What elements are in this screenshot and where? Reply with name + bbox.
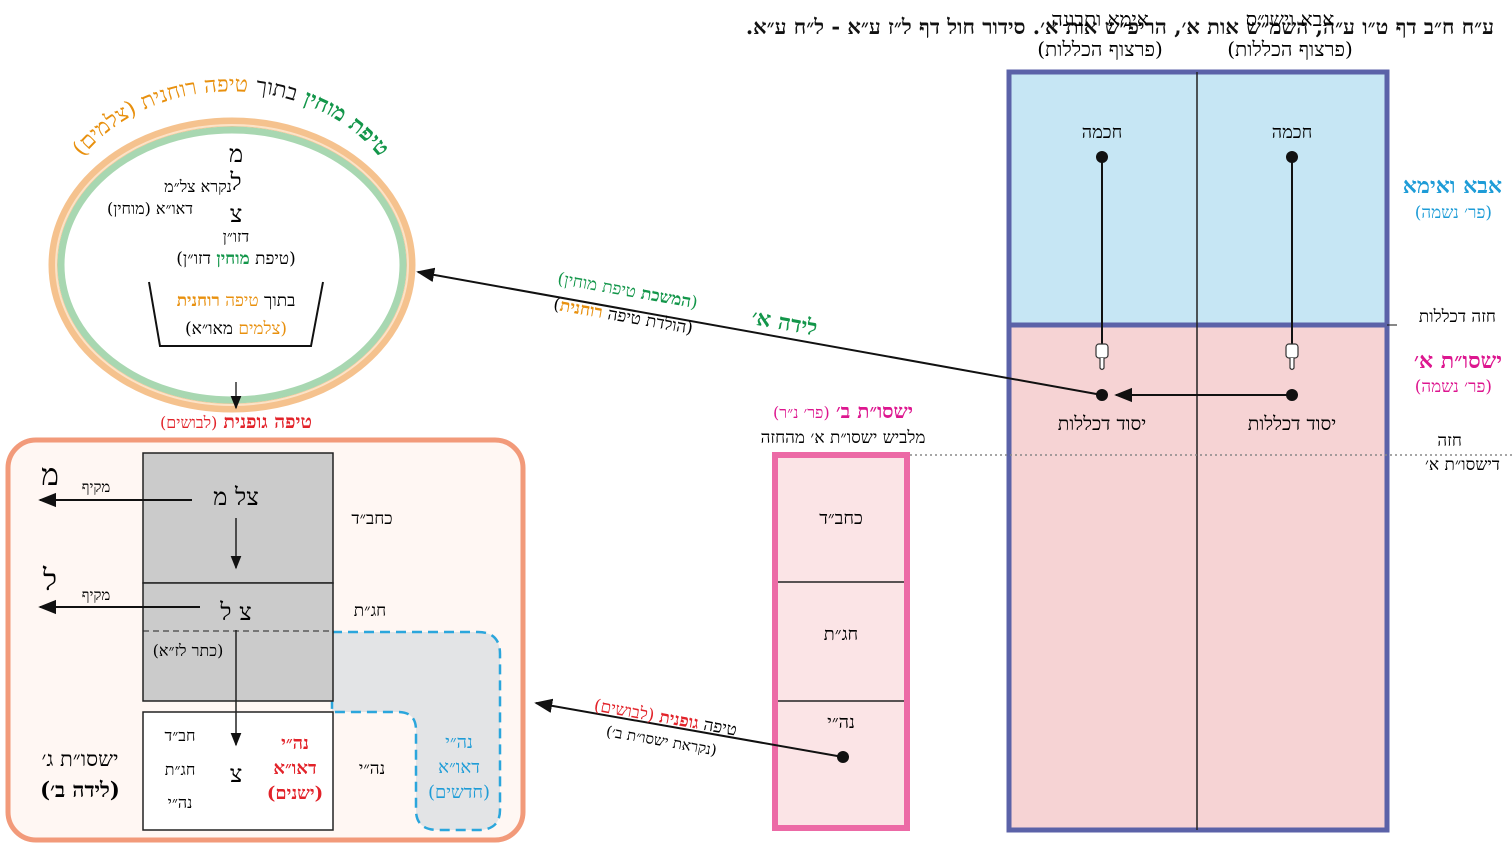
tsel-lamed: צ ל: [219, 598, 251, 626]
yesod-right: יסוד דכללות: [1248, 413, 1336, 435]
inner-nehi: נה״י: [168, 793, 193, 812]
label-chaze-yisut-1: חזה: [1437, 431, 1462, 451]
tsel-mem: צל מ: [213, 483, 259, 511]
new-nehi-1: נה״י: [445, 732, 473, 753]
label-aba-imma-sub: (פר׳ נשמה): [1415, 203, 1492, 223]
hand-pointing-down-icon: [1285, 343, 1299, 371]
yisut-c-2: (לידה ב׳): [40, 777, 120, 802]
oval-zon: דזו״ן: [223, 227, 249, 246]
yisut-b-title: ישסו״ת ב׳: [836, 399, 913, 423]
yesod-left: יסוד דכללות: [1058, 413, 1146, 435]
makif-2: מקיף: [82, 586, 111, 604]
bowl-ruchanit: רוחנית: [177, 291, 220, 311]
birth-b-arrow: [534, 698, 844, 758]
physical-title: טיפה גופנית: [223, 411, 312, 433]
oval-mem: מ: [229, 140, 243, 168]
chochma-left: חכמה: [1082, 122, 1122, 143]
yisut-b-subtitle: מלביש ישסו״ת א׳ מהחזה: [761, 428, 926, 448]
svg-text:טיפה גופנית (לבושים): טיפה גופנית (לבושים): [160, 411, 312, 433]
makif-1: מקיף: [82, 478, 111, 496]
new-nehi-shape: [330, 630, 502, 832]
bowl-meaba: מאו״א): [185, 319, 233, 339]
new-nehi-2: דאו״א: [438, 757, 480, 778]
keter-label: (כתר לז״א): [153, 641, 224, 660]
yisut-b-row-2: חג״ת: [824, 624, 858, 645]
label-chaze-yisut-2: דישסו״ת א׳: [1425, 455, 1500, 475]
bowl-tslamim: (צלמים: [238, 319, 287, 339]
birth-b-tipa: טיפה: [702, 715, 738, 740]
bowl-btoch: בתוך: [264, 291, 295, 311]
label-aba-imma: אבא ואימא: [1403, 173, 1502, 199]
col-right-sub: (פרצוף הכללות): [1227, 37, 1353, 61]
label-yisut-a: ישסו״ת א׳: [1414, 348, 1502, 374]
yisut-b-row-1: כחב״ד: [819, 508, 863, 529]
col-left-sub: (פרצוף הכללות): [1037, 37, 1163, 61]
birth-a-label-group: לידה א׳ (המשכת טיפת מוחין) (הולדת טיפה ר…: [552, 269, 820, 341]
inner-chagat: חג״ת: [165, 760, 196, 779]
oval-tipat-mochin: מוחין: [216, 249, 249, 269]
svg-text:ישסו״ת ב׳ (פר׳ נ״ר): ישסו״ת ב׳ (פר׳ נ״ר): [773, 399, 913, 423]
physical-title-sub: (לבושים): [160, 413, 217, 432]
vessel-bowl: [148, 281, 324, 347]
big-lamed: ל: [42, 563, 57, 598]
yisut-b-title-sub: (פר׳ נ״ר): [773, 403, 830, 422]
col-right-header: אבא וישו״ס: [1246, 7, 1335, 31]
yisut-b-box: [772, 452, 910, 831]
yisut-c-1: ישסו״ת ג׳: [42, 747, 119, 771]
svg-text:(צלמים מאו״א): (צלמים מאו״א): [185, 319, 287, 339]
old-nehi-2: דאו״א: [273, 758, 316, 779]
svg-text:בתוך טיפה רוחנית: בתוך טיפה רוחנית: [177, 291, 296, 311]
birth-a-label: לידה א׳: [750, 304, 820, 341]
arc-tipa-ruchanit: טיפה רוחנית (צלמים): [68, 72, 249, 161]
row-label-chabad: כחב״ד: [351, 509, 392, 529]
birth-b-label-group: טיפה גופנית (לבושים) (נקראת ישסו״ת ב׳): [592, 696, 738, 760]
bowl-tipa: טיפה: [225, 291, 258, 311]
inner-tsadi: צ: [230, 760, 243, 788]
arc-btoch: בתוך: [255, 74, 301, 107]
row-label-nehi: נה״י: [359, 759, 385, 779]
svg-text:(טיפת מוחין דזו״ן): (טיפת מוחין דזו״ן): [176, 249, 295, 269]
birth-a-line1-b1: המשכת: [639, 284, 692, 312]
old-nehi-1: נה״י: [281, 733, 309, 754]
source-line: ע״ח ח״ב דף ט״ו ע״ה, השמ״ש אות א׳, הריפ״ש…: [746, 14, 1494, 39]
col-left-header: אימא ותבונה: [1051, 7, 1149, 31]
birth-a-arrow: [416, 267, 1103, 396]
inner-chabad: חב״ד: [165, 726, 196, 745]
row-label-chagat: חג״ת: [354, 601, 387, 621]
old-nehi-3: (ישנים): [267, 783, 323, 804]
new-nehi-3: (חדשים): [428, 782, 490, 803]
chochma-right: חכמה: [1272, 122, 1312, 143]
birth-b-gufanit: גופנית: [658, 707, 701, 734]
birth-a-line2-b: רוחנית: [558, 296, 604, 323]
oval-tsadi: צ: [230, 200, 243, 228]
birth-b-levushim: (לבושים): [592, 696, 655, 726]
right-partzuf-block: [905, 69, 1512, 833]
big-mem: מ: [41, 458, 59, 493]
oval-nikra-2: דאו״א (מוחין): [107, 199, 193, 218]
oval-lamed: ל: [229, 168, 241, 196]
label-chaze-klalut: חזה דכללות: [1419, 307, 1496, 327]
oval-tipat-close: דזו״ן): [176, 249, 211, 269]
oval-tipat-open: (טיפת: [255, 249, 296, 269]
yisut-b-row-3: נה״י: [827, 712, 855, 733]
label-yisut-a-sub: (פר׳ נשמה): [1415, 377, 1492, 397]
hand-pointing-down-icon: [1095, 343, 1109, 371]
oval-nikra-1: נקרא צל״מ: [164, 177, 232, 196]
